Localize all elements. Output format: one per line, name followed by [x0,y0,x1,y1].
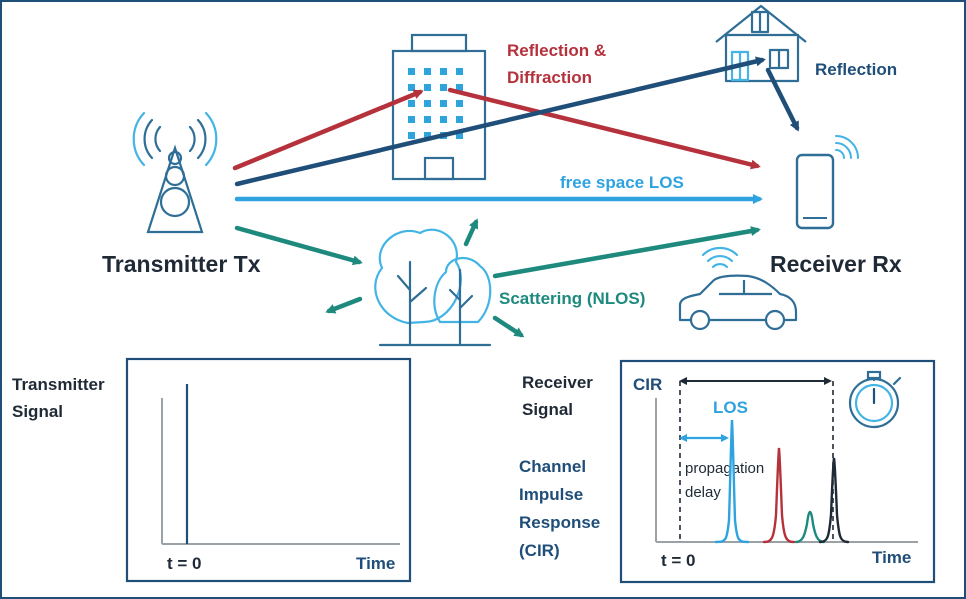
transmitter-t0-label: t = 0 [167,554,202,573]
phone-wifi-icon [835,135,859,159]
reflection-diffraction-peak [762,447,796,544]
transmitter-signal-box [125,357,412,583]
reflection-diffraction-label-1: Reflection & [507,41,606,60]
receiver-t0-label: t = 0 [661,551,696,570]
teal-scatter-up [463,218,479,247]
free-space-los-label: free space LOS [560,173,684,192]
propagation-label-1: propagation [685,460,764,477]
trees-icon [374,228,492,347]
tower-icon [132,111,218,234]
cir-label-2: Impulse [519,485,583,504]
scattering-label: Scattering (NLOS) [499,289,645,308]
reflection-label: Reflection [815,60,897,79]
navy-path-to-house [234,56,766,187]
receiver-time-label: Time [872,548,911,567]
stopwatch-icon [848,370,902,429]
propagation-paths [232,56,800,338]
los-peak [714,419,750,544]
red-path-to-receiver [447,87,761,170]
navy-path-to-receiver [765,67,800,132]
transmitter-signal-title-2: Signal [12,402,63,421]
cir-label-4: (CIR) [519,541,560,560]
scattering-peak [794,510,826,544]
transmitter-signal-panel: Transmitter Signal t = 0 Time [12,357,412,583]
teal-path-to-trees [234,225,363,266]
teal-scatter-down [492,315,525,338]
receiver-signal-panel: Receiver Signal Channel Impulse Response… [519,359,936,584]
los-peak-label: LOS [713,398,748,417]
cir-label-1: Channel [519,457,586,476]
car-wifi-icon [701,246,739,269]
reflection-peak [818,457,850,544]
teal-scatter-left [325,296,363,314]
red-path-to-building [232,89,424,171]
receiver-label: Receiver Rx [770,251,902,277]
reflection-diffraction-label-2: Diffraction [507,68,592,87]
receiver-signal-title-1: Receiver [522,373,593,392]
car-icon [678,246,798,331]
cir-label-3: Response [519,513,600,532]
transmitter-time-label: Time [356,554,395,573]
transmitter-label: Transmitter Tx [102,251,261,277]
receiver-signal-title-2: Signal [522,400,573,419]
cir-peaks [714,419,850,544]
receiver-signal-box [619,359,936,584]
cir-axis-label: CIR [633,375,662,394]
phone-icon [795,135,859,230]
teal-path-to-receiver [492,226,761,279]
building-windows [408,68,463,139]
building-icon [391,33,487,181]
propagation-label-2: delay [685,484,721,501]
transmitter-signal-title-1: Transmitter [12,375,105,394]
